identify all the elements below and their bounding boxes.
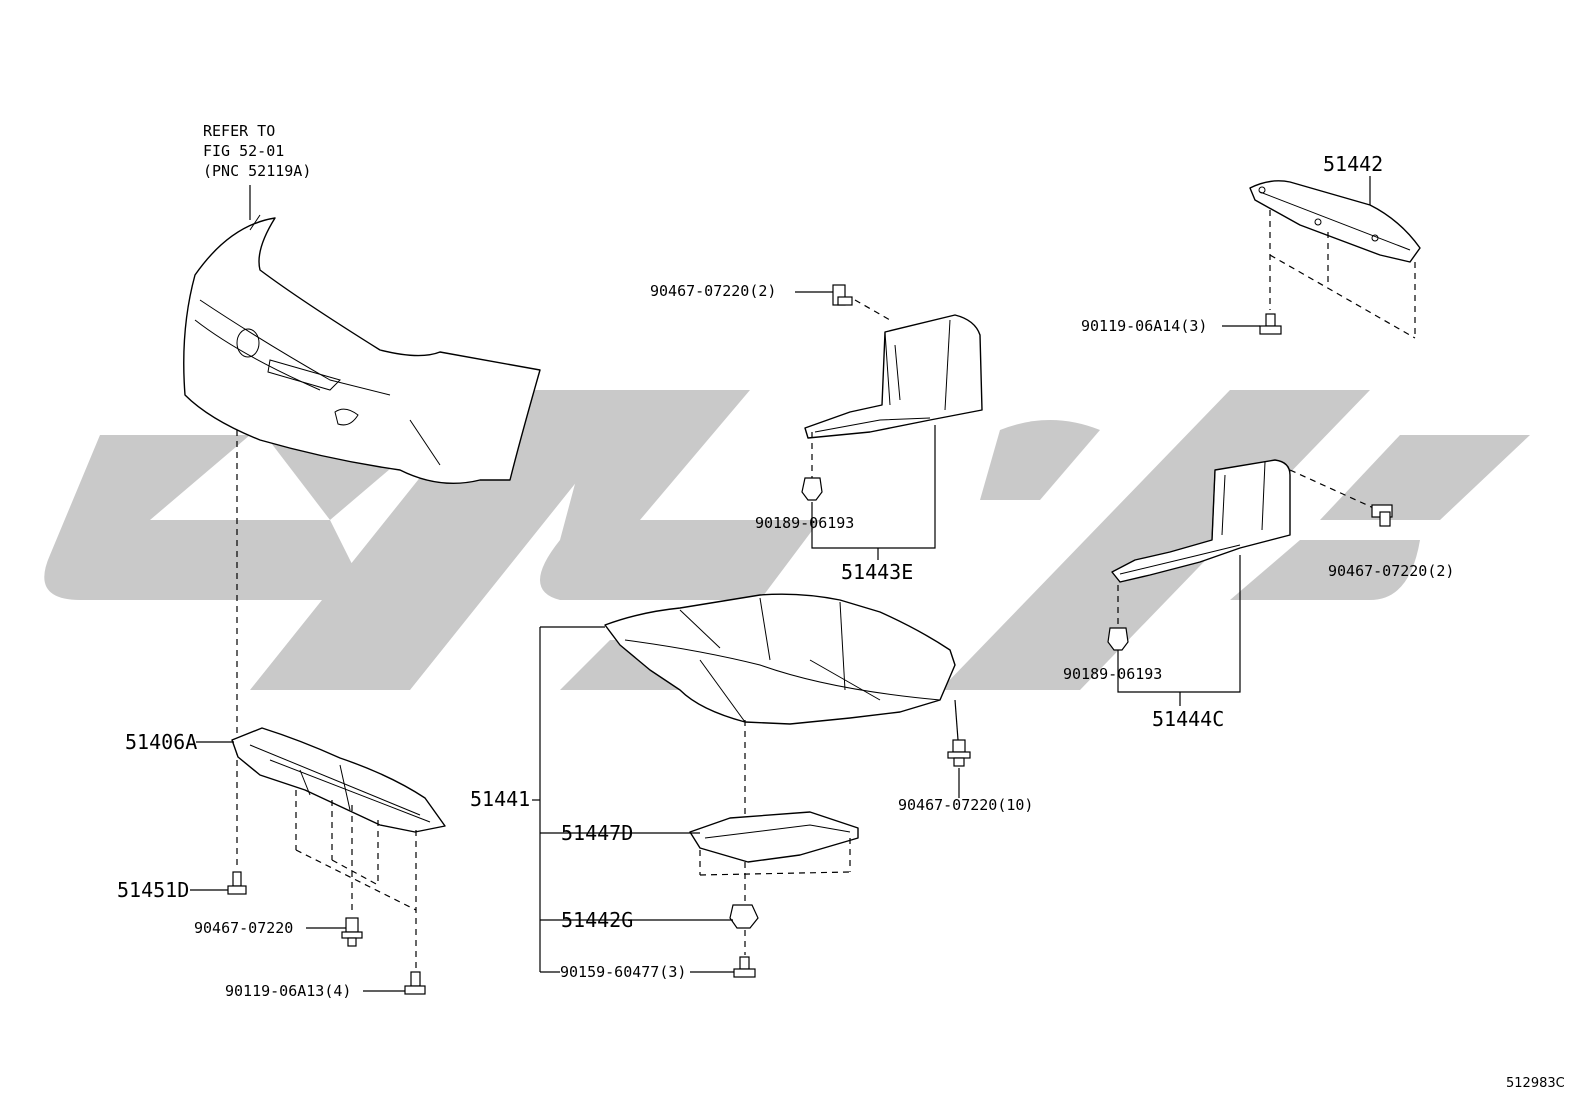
bolt-90159-60477-icon [733,956,756,978]
dash-90467-top [854,299,891,321]
clip-90189-06193-mid-icon [801,477,823,501]
dash-90467-right [1289,469,1379,511]
label-51451D: 51451D [117,878,190,902]
bolt-90119-06A13-icon [404,971,426,995]
refer-note-line-2: FIG 52-01 [203,142,285,160]
dash-51442 [1269,210,1416,339]
part-51443E [804,314,983,439]
label-51443E: 51443E [841,560,914,584]
label-51406A: 51406A [125,730,198,754]
part-51447D [689,811,859,863]
label-51442: 51442 [1323,152,1384,176]
lead-51441-group [532,626,734,973]
label-90467-07220-2-right: 90467-07220(2) [1328,562,1455,580]
label-90189-06193-right: 90189-06193 [1063,665,1163,683]
lead-51444C [1117,555,1241,693]
part-51442 [1249,180,1421,263]
clip-90467-icon [341,917,363,947]
part-51441 [604,593,956,725]
label-51441: 51441 [470,787,531,811]
label-90159-60477-3: 90159-60477(3) [560,963,687,981]
label-90189-06193-mid: 90189-06193 [755,514,855,532]
front-bumper [183,214,541,484]
refer-note-line-1: REFER TO [203,122,276,140]
screw-51451D-icon [227,871,247,895]
label-51447D: 51447D [561,821,634,845]
clip-90467-07220-right-icon [1371,504,1393,527]
dash-51447D [699,838,851,905]
lead-51441-clip [954,699,959,741]
label-90467-07220: 90467-07220 [194,919,294,937]
clip-90189-06193-right-icon [1107,627,1129,651]
clip-51442G-icon [729,904,759,929]
part-51444C [1111,459,1291,583]
label-51444C: 51444C [1152,707,1225,731]
figure-id: 512983C [1506,1076,1565,1091]
clip-90467-07220-10-icon [947,739,971,767]
label-90467-07220-10: 90467-07220(10) [898,796,1034,814]
refer-note-line-3: (PNC 52119A) [203,162,312,180]
lead-51443E [811,425,936,549]
label-90467-07220-2-top: 90467-07220(2) [650,282,777,300]
plate-dashes [295,790,417,970]
part-51406A [231,727,446,833]
clip-90467-07220-top-icon [832,284,853,306]
label-90119-06A14-3: 90119-06A14(3) [1081,317,1208,335]
bolt-90119-06A14-icon [1259,313,1282,335]
label-51442G: 51442G [561,908,634,932]
label-90119-06A13-4: 90119-06A13(4) [225,982,352,1000]
